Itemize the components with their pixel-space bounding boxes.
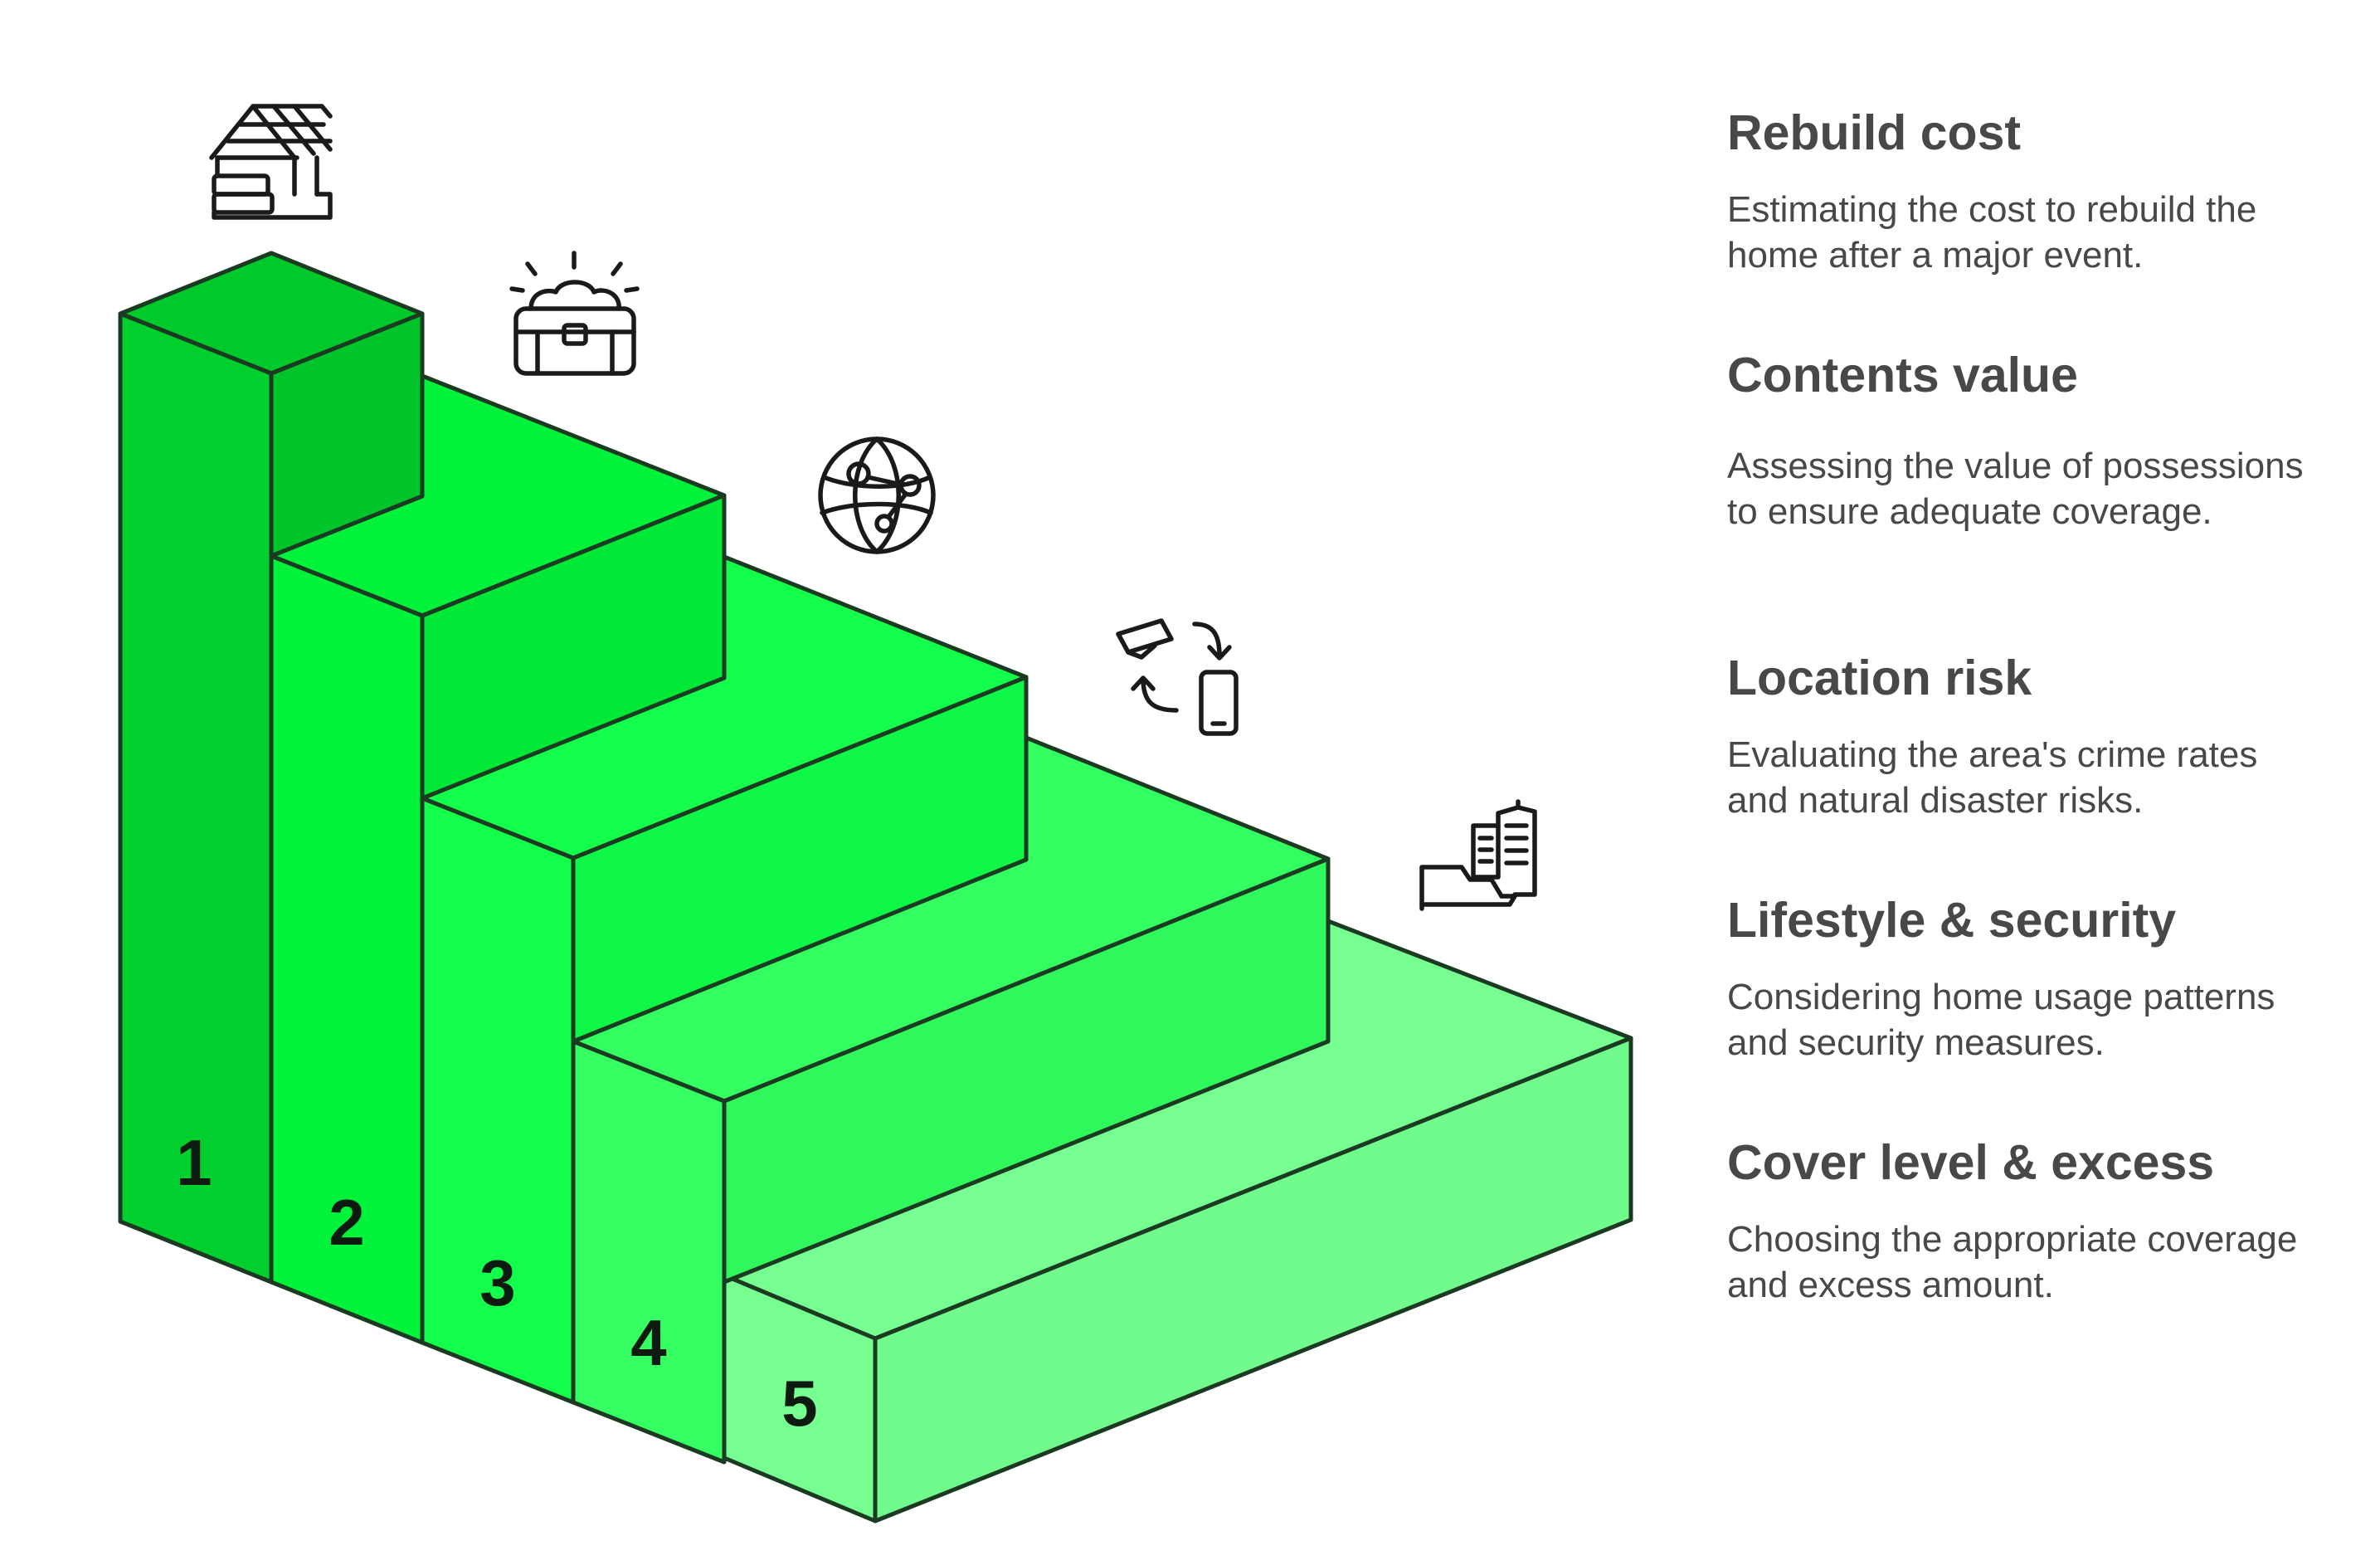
step-3-side	[571, 675, 1029, 1044]
globe-network-icon	[818, 436, 936, 554]
step-3-block	[420, 554, 1029, 1405]
step-2-number: 2	[329, 1186, 364, 1259]
camera-phone-sync-icon	[1116, 618, 1239, 736]
house-building-icon	[209, 104, 333, 220]
step-1-description: Estimating the cost to rebuild the home …	[1727, 189, 2257, 275]
step-5-description: Choosing the appropriate coverage and ex…	[1727, 1219, 2298, 1305]
step-4-side	[722, 856, 1331, 1285]
step-3-title: Location risk	[1727, 651, 2032, 705]
step-2-description: Assessing the value of possessions to en…	[1727, 446, 2304, 532]
step-5-block	[722, 919, 1633, 1524]
step-4-title: Lifestyle & security	[1727, 893, 2177, 948]
step-1-front	[118, 311, 274, 1285]
hand-buildings-icon	[1419, 799, 1537, 911]
step-2-side	[420, 493, 727, 801]
step-5-side	[873, 1036, 1633, 1524]
step-4-description: Considering home usage patterns and secu…	[1727, 977, 2275, 1063]
step-2-title: Contents value	[1727, 348, 2078, 402]
step-5-title: Cover level & excess	[1727, 1135, 2215, 1190]
treasure-chest-icon	[509, 251, 640, 376]
step-1-number: 1	[176, 1126, 212, 1199]
step-1-title: Rebuild cost	[1727, 105, 2022, 160]
step-4-number: 4	[630, 1306, 666, 1379]
step-3-number: 3	[479, 1246, 515, 1319]
step-1-block	[118, 251, 425, 1285]
step-5-number: 5	[781, 1367, 817, 1440]
step-1-side	[269, 311, 425, 558]
step-3-description: Evaluating the area's crime rates and na…	[1727, 734, 2258, 821]
step-4-front	[571, 1039, 727, 1465]
